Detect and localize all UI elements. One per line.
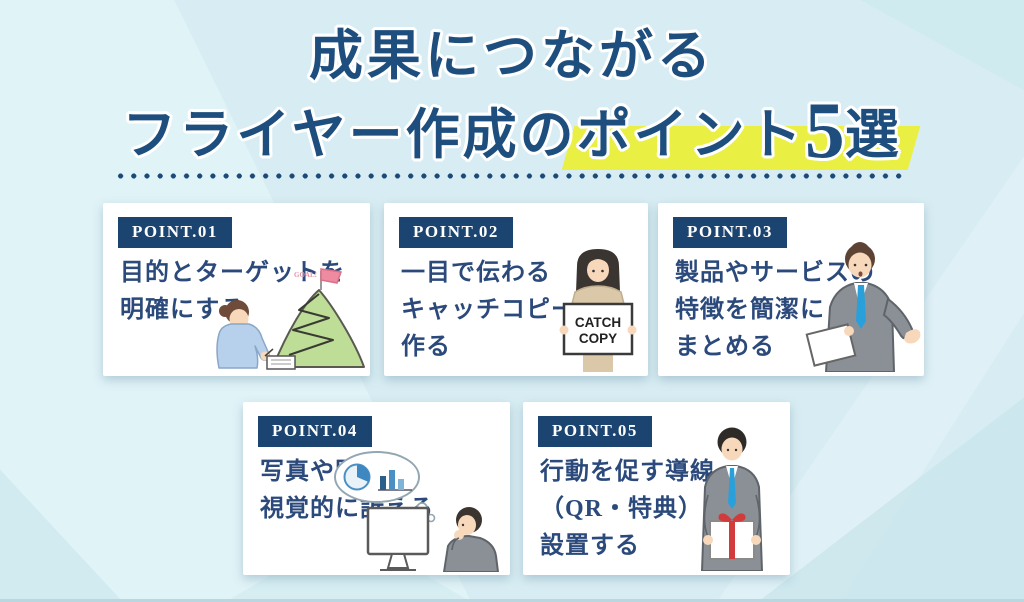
title-text-line1: 成果につながる	[309, 26, 715, 86]
point-04-badge: POINT.04	[258, 416, 372, 447]
pie-chart-icon	[343, 463, 371, 491]
goal-flag-icon	[320, 268, 343, 284]
point-03-badge: POINT.03	[673, 217, 787, 248]
gift-box	[709, 513, 755, 560]
point-card-2: POINT.02 一目で伝わる キャッチコピーを 作る CATCH COPY	[384, 203, 648, 376]
catch-copy-sign: CATCH COPY	[562, 302, 634, 356]
title-highlight-number: 5	[804, 87, 845, 175]
sign-text-line2: COPY	[579, 331, 617, 346]
title-highlight-pre: ポイント	[576, 105, 805, 165]
bottom-edge-strip	[0, 599, 1024, 602]
page-title-line2: フライヤー作成のポイント5選	[0, 91, 1024, 172]
visual-thinking-illustration	[334, 451, 499, 572]
presenting-businessman-illustration	[805, 242, 921, 372]
gift-businessman-illustration	[701, 427, 763, 571]
point-card-4: POINT.04 写真や図解で 視覚的に訴える	[243, 402, 510, 575]
point-card-1: POINT.01 目的とターゲットを 明確にする GOAL!	[103, 203, 370, 376]
monitor	[366, 506, 430, 571]
point-card-5: POINT.05 行動を促す導線 （QR・特典）を 設置する	[523, 402, 790, 575]
point-05-text: 行動を促す導線 （QR・特典）を 設置する	[540, 454, 728, 565]
businessman-with-gift	[701, 427, 763, 571]
businessman	[805, 242, 921, 372]
notepad	[266, 355, 296, 370]
page-title-line1: 成果につながる	[0, 26, 1024, 86]
goal-mountain-illustration: GOAL!	[216, 268, 365, 370]
text-line: （QR・特典）を	[540, 496, 728, 522]
point-02-badge: POINT.02	[399, 217, 513, 248]
point-05-badge: POINT.05	[538, 416, 652, 447]
writing-woman	[216, 300, 296, 370]
point-card-3: POINT.03 製品やサービスの 特徴を簡潔に まとめる	[658, 203, 924, 376]
woman-with-sign: CATCH COPY	[559, 249, 637, 372]
title-line2-prefix: フライヤー作成の	[122, 105, 577, 165]
goal-label: GOAL!	[294, 271, 317, 279]
catch-copy-woman-illustration: CATCH COPY	[559, 249, 637, 372]
sign-text-line1: CATCH	[575, 315, 621, 330]
title-highlight-post: 選	[844, 105, 902, 165]
text-line: 設置する	[540, 533, 640, 559]
text-line: 行動を促す導線	[540, 459, 715, 485]
thinking-person	[443, 507, 499, 572]
dotted-divider	[114, 172, 908, 180]
point-01-badge: POINT.01	[118, 217, 232, 248]
